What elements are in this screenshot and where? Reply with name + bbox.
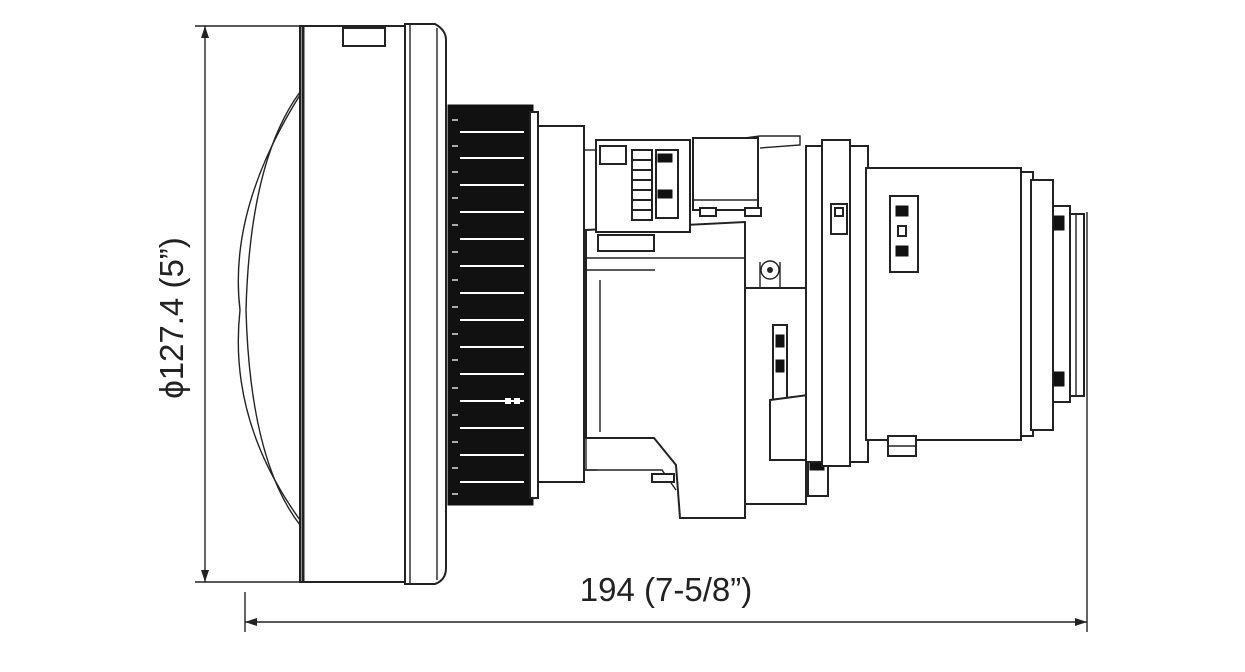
lens-mount bbox=[1020, 171, 1085, 437]
middle-ring-body bbox=[537, 125, 585, 483]
mount-flange bbox=[1030, 179, 1054, 431]
front-lens-dome bbox=[237, 94, 301, 521]
rear-barrel bbox=[805, 139, 1022, 467]
front-flange bbox=[404, 23, 447, 585]
height-dimension-label: ϕ127.4 (5”) bbox=[153, 237, 190, 399]
length-dimension: 194 (7-5/8”) bbox=[244, 212, 1088, 632]
middle-ring bbox=[537, 125, 597, 483]
control-module bbox=[692, 137, 759, 211]
length-dimension-label: 194 (7-5/8”) bbox=[580, 571, 752, 608]
mount-housing bbox=[585, 135, 829, 519]
height-arrow-bottom bbox=[201, 570, 209, 582]
front-barrel-ring bbox=[299, 25, 406, 583]
mount-bayonet bbox=[1069, 213, 1085, 397]
length-arrow-right bbox=[1075, 618, 1087, 626]
front-barrel bbox=[299, 23, 447, 585]
height-arrow-top bbox=[201, 26, 209, 38]
front-lens-dome-inner bbox=[245, 91, 301, 526]
length-arrow-left bbox=[245, 618, 257, 626]
front-lens-element bbox=[237, 91, 301, 526]
focus-ring bbox=[447, 104, 539, 506]
height-dimension: ϕ127.4 (5”) bbox=[153, 25, 300, 583]
front-barrel-tab bbox=[342, 27, 386, 47]
motor-housing bbox=[585, 220, 746, 519]
focus-ring-body bbox=[447, 104, 534, 506]
